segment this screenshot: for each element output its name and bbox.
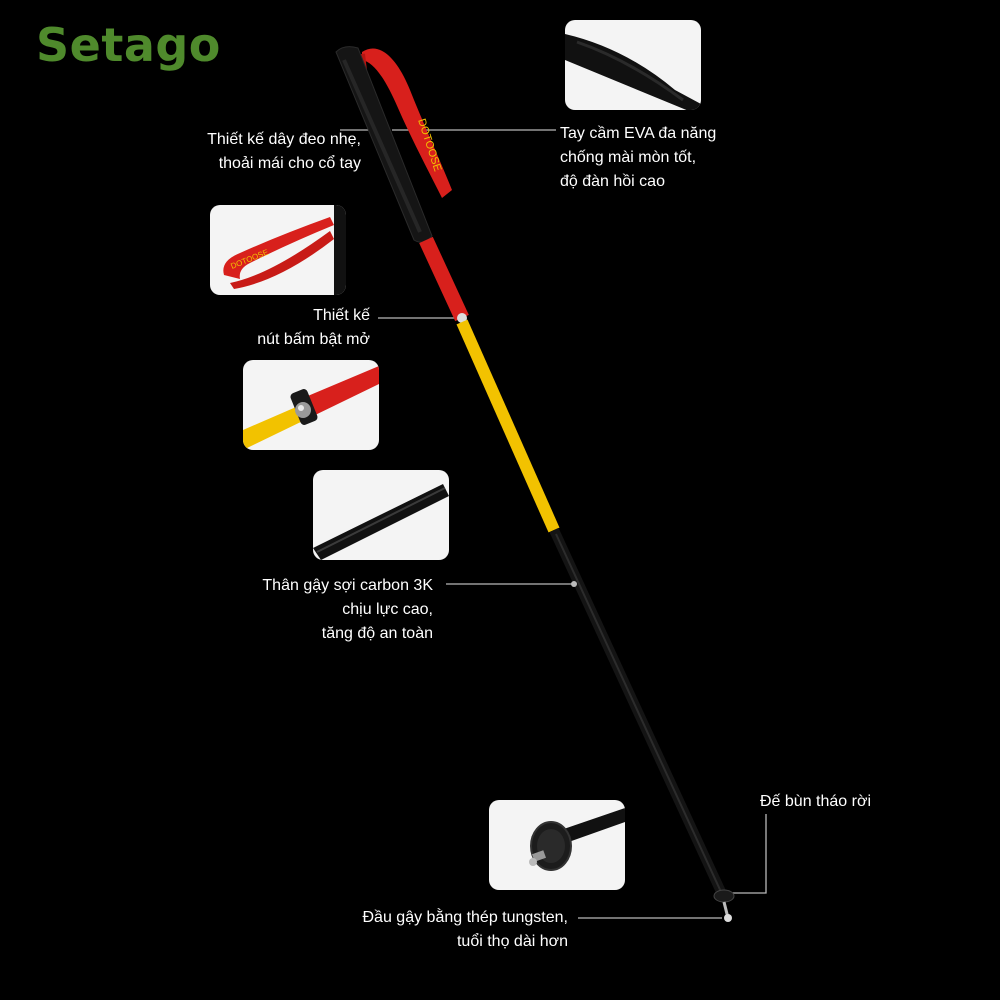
callout-carbon: Thân gậy sợi carbon 3K chịu lực cao, tăn… <box>262 574 433 646</box>
tip-closeup-thumbnail <box>489 800 625 890</box>
pole-yellow-section <box>456 319 560 533</box>
callout-button: Thiết kế nút bấm bật mở <box>257 304 370 352</box>
strap-closeup-image: DOTOOSE <box>223 205 346 295</box>
leader-mud-basket <box>730 814 767 894</box>
callout-handle-line-2: chống mài mòn tốt, <box>560 149 697 166</box>
callout-mud-basket: Đế bùn tháo rời <box>760 790 871 814</box>
callout-strap: Thiết kế dây đeo nhẹ, thoải mái cho cổ t… <box>207 128 361 176</box>
button-closeup-image <box>243 366 379 450</box>
button-dot <box>457 313 467 323</box>
grip-handle <box>335 46 433 243</box>
pole-red-section <box>419 236 469 322</box>
strap-closeup-thumbnail: DOTOOSE <box>210 205 346 295</box>
callout-mud-basket-line-1: Đế bùn tháo rời <box>760 793 871 810</box>
callout-tip-line-1: Đầu gậy bằng thép tungsten, <box>362 909 569 926</box>
callout-tip: Đầu gậy bằng thép tungsten, tuổi thọ dài… <box>363 906 569 954</box>
pole-tip <box>713 889 735 922</box>
callout-carbon-line-3: tăng độ an toàn <box>321 625 433 642</box>
callout-carbon-line-2: chịu lực cao, <box>342 601 433 618</box>
callout-strap-line-2: thoải mái cho cổ tay <box>218 155 361 172</box>
callout-handle-line-1: Tay cầm EVA đa năng <box>560 125 717 142</box>
carbon-closeup-thumbnail <box>313 470 449 560</box>
button-closeup-thumbnail <box>243 360 379 450</box>
tip-closeup-image <box>529 808 625 871</box>
callout-button-line-2: nút bấm bật mở <box>257 331 370 348</box>
handle-closeup-image <box>565 34 701 110</box>
carbon-closeup-image <box>313 484 449 560</box>
callout-tip-line-2: tuổi thọ dài hơn <box>456 933 568 950</box>
callout-handle: Tay cầm EVA đa năng chống mài mòn tốt, đ… <box>560 122 716 194</box>
callout-strap-line-1: Thiết kế dây đeo nhẹ, <box>207 131 361 148</box>
callout-button-line-1: Thiết kế <box>313 307 370 324</box>
callout-carbon-line-1: Thân gậy sợi carbon 3K <box>262 577 433 594</box>
brand-logo: Setago <box>36 18 221 72</box>
callout-handle-line-3: độ đàn hồi cao <box>560 173 665 190</box>
handle-closeup-thumbnail <box>565 20 701 110</box>
